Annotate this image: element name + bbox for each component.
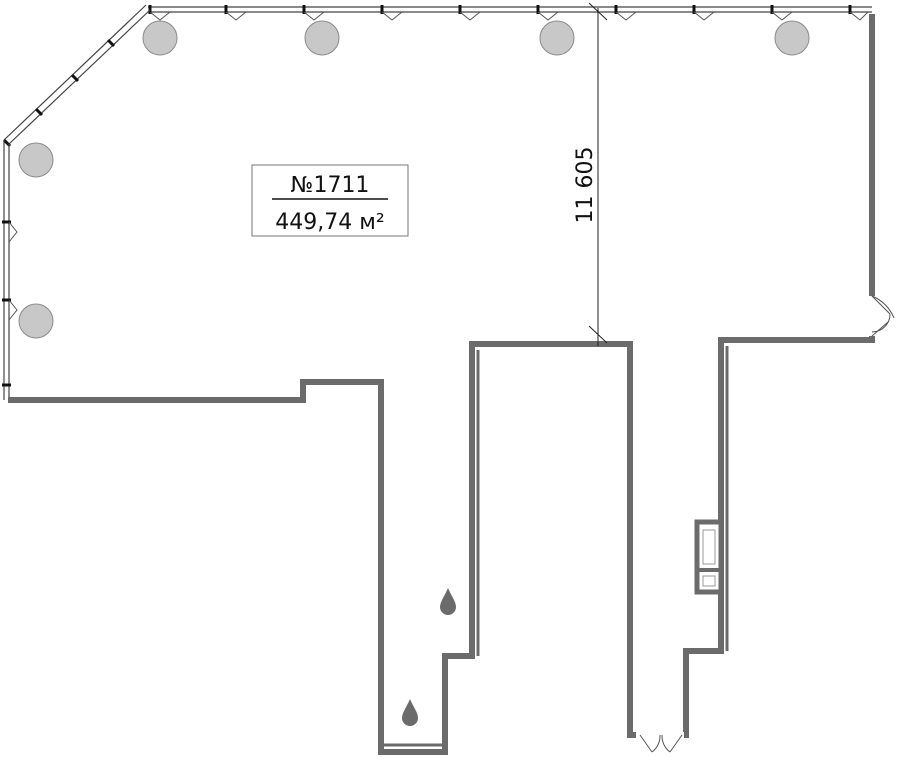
column-icon bbox=[774, 20, 810, 56]
column-icon bbox=[142, 20, 178, 56]
column-icon bbox=[304, 20, 340, 56]
bottom-door bbox=[636, 732, 684, 753]
facade-left bbox=[2, 140, 18, 400]
water-drop-icon bbox=[402, 699, 418, 726]
unit-label: №1711 449,74 м² bbox=[251, 164, 409, 237]
unit-number: №1711 bbox=[291, 173, 370, 198]
facade-diagonal bbox=[2, 4, 151, 148]
utility-shaft bbox=[694, 519, 724, 595]
column-icon bbox=[18, 142, 54, 178]
exterior-wall bbox=[8, 14, 875, 755]
columns bbox=[18, 20, 810, 339]
dimension-line bbox=[588, 2, 608, 346]
side-door bbox=[866, 295, 895, 337]
water-drop-icon bbox=[440, 588, 456, 615]
facade-top bbox=[148, 5, 872, 21]
unit-area: 449,74 м² bbox=[275, 210, 384, 235]
dimension-value: 11 605 bbox=[573, 147, 598, 224]
column-icon bbox=[18, 303, 54, 339]
column-icon bbox=[539, 20, 575, 56]
